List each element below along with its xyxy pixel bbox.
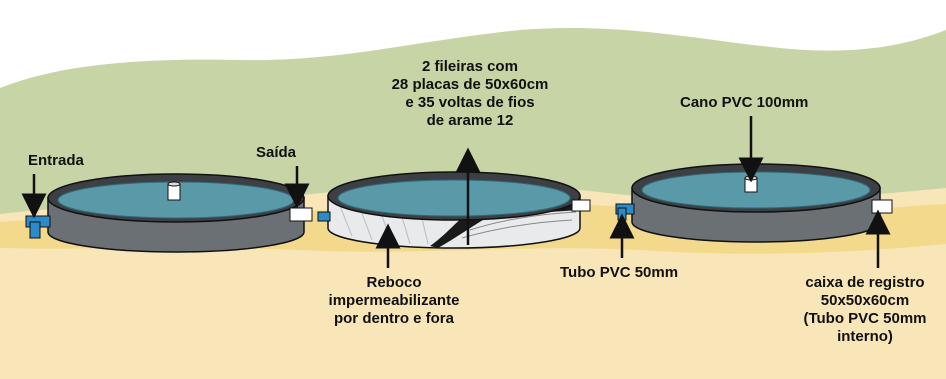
label-reboco-line-1: Reboco [366,274,422,291]
label-saida: Saída [256,144,297,161]
label-caixa-line-2: 50x50x60cm [820,292,910,309]
tank-2 [317,171,591,249]
tank-2-outlet-pipe [571,199,591,212]
label-caixa: caixa de registro 50x50x60cm (Tubo PVC 5… [790,274,940,346]
label-cano: Cano PVC 100mm [680,94,809,111]
tank-3-outlet-pipe [871,199,893,214]
label-caixa-line-1: caixa de registro [805,274,925,291]
label-reboco-line-3: por dentro e fora [333,310,454,327]
label-fileiras-line-4: de arame 12 [426,112,514,129]
label-fileiras-line-1: 2 fileiras com [422,58,518,75]
tank-3 [615,163,893,243]
label-fileiras-line-2: 28 placas de 50x60cm [391,76,549,93]
label-caixa-line-3: (Tubo PVC 50mm [803,310,927,327]
label-reboco-line-2: impermeabilizante [328,292,460,309]
label-entrada: Entrada [28,152,84,169]
tank-2-inlet-pipe [317,211,331,222]
label-reboco: Reboco impermeabilizante por dentro e fo… [314,274,474,328]
label-fileiras-line-3: e 35 voltas de fios [405,94,535,111]
label-fileiras: 2 fileiras com 28 placas de 50x60cm e 35… [370,58,570,130]
tank-1 [25,173,313,253]
tank-1-outlet-pipe [289,207,313,222]
tank-2-water [337,179,571,217]
label-tubo: Tubo PVC 50mm [560,264,679,281]
label-caixa-line-4: interno) [837,328,893,345]
